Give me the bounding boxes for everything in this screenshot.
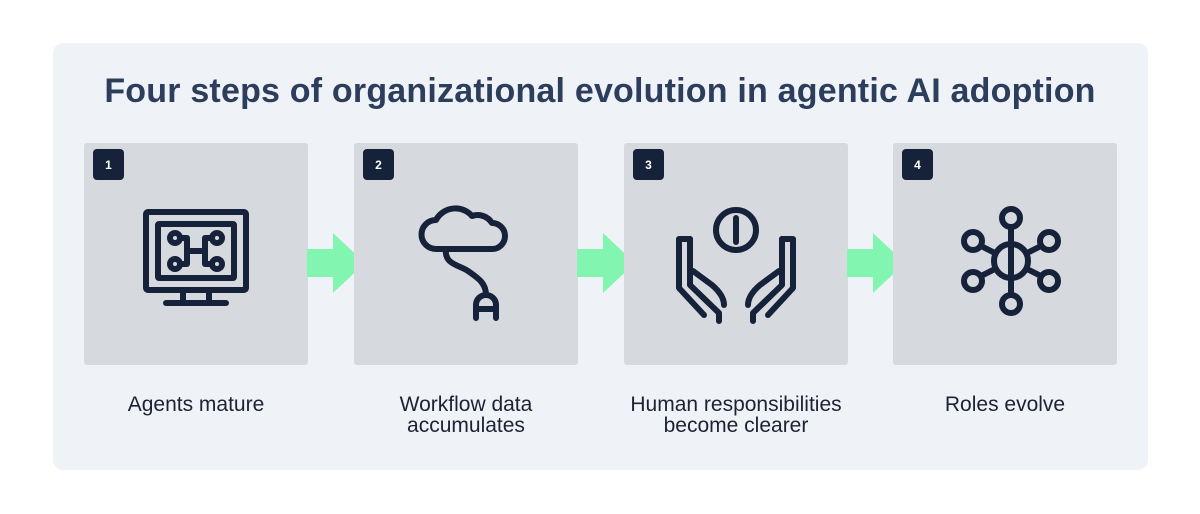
monitor-circuit-icon	[143, 209, 249, 306]
arrow-right-icon	[577, 233, 635, 293]
step-card: 1	[84, 143, 308, 365]
network-hub-icon	[961, 206, 1061, 316]
step-number-badge: 1	[93, 149, 124, 180]
step-number-badge: 2	[363, 149, 394, 180]
step-3: 3 Human responsibilities become clearer	[624, 143, 848, 436]
arrow-right-icon	[847, 233, 905, 293]
step-number-badge: 3	[633, 149, 664, 180]
step-label: Human responsibilities become clearer	[630, 393, 842, 437]
arrow-right-icon	[307, 233, 365, 293]
step-2: 2 Workflow data accumulates	[354, 143, 578, 436]
cloud-plug-icon	[418, 205, 508, 321]
step-label: Agents mature	[127, 393, 265, 416]
step-label: Workflow data accumulates	[399, 393, 533, 437]
step-1: 1 Agents mature	[84, 143, 308, 415]
step-4: 4 Roles evolve	[893, 143, 1117, 415]
step-card: 4	[893, 143, 1117, 365]
step-label: Roles evolve	[944, 393, 1066, 416]
diagram-title: Four steps of organizational evolution i…	[104, 72, 1096, 110]
step-number-badge: 4	[902, 149, 933, 180]
hands-holding-coin-icon	[676, 207, 796, 324]
step-card: 3	[624, 143, 848, 365]
step-card: 2	[354, 143, 578, 365]
